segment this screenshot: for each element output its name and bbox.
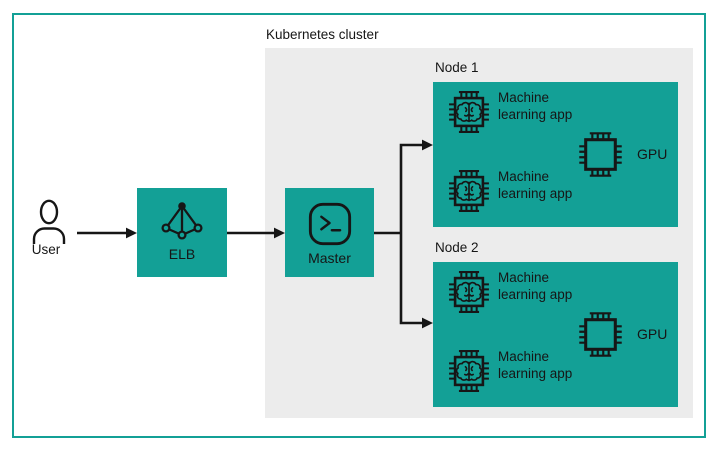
load-balancer-icon [158, 199, 206, 243]
kubernetes-cluster-label: Kubernetes cluster [266, 27, 379, 42]
ml-app-label: Machine learning app [498, 349, 573, 381]
chip-brain-icon [446, 168, 492, 214]
chip-icon [576, 130, 625, 179]
chip-brain-icon [446, 348, 492, 394]
person-icon [29, 199, 69, 245]
master-box: Master [285, 188, 374, 277]
node2-label: Node 2 [435, 240, 479, 255]
ml-app-label: Machine learning app [498, 270, 573, 302]
elb-box: ELB [137, 188, 227, 277]
terminal-icon [307, 201, 353, 247]
node1-label: Node 1 [435, 60, 479, 75]
chip-icon [576, 310, 625, 359]
gpu-label: GPU [637, 326, 668, 342]
ml-app-label: Machine learning app [498, 90, 573, 122]
node1-box: Machine learning app Machine learning ap… [433, 82, 678, 227]
ml-app-label: Machine learning app [498, 169, 573, 201]
gpu-label: GPU [637, 146, 668, 162]
chip-brain-icon [446, 269, 492, 315]
chip-brain-icon [446, 89, 492, 135]
user-label: User [31, 242, 61, 257]
elb-label: ELB [168, 246, 196, 262]
master-label: Master [308, 250, 351, 266]
node2-box: Machine learning app Machine learning ap… [433, 262, 678, 407]
